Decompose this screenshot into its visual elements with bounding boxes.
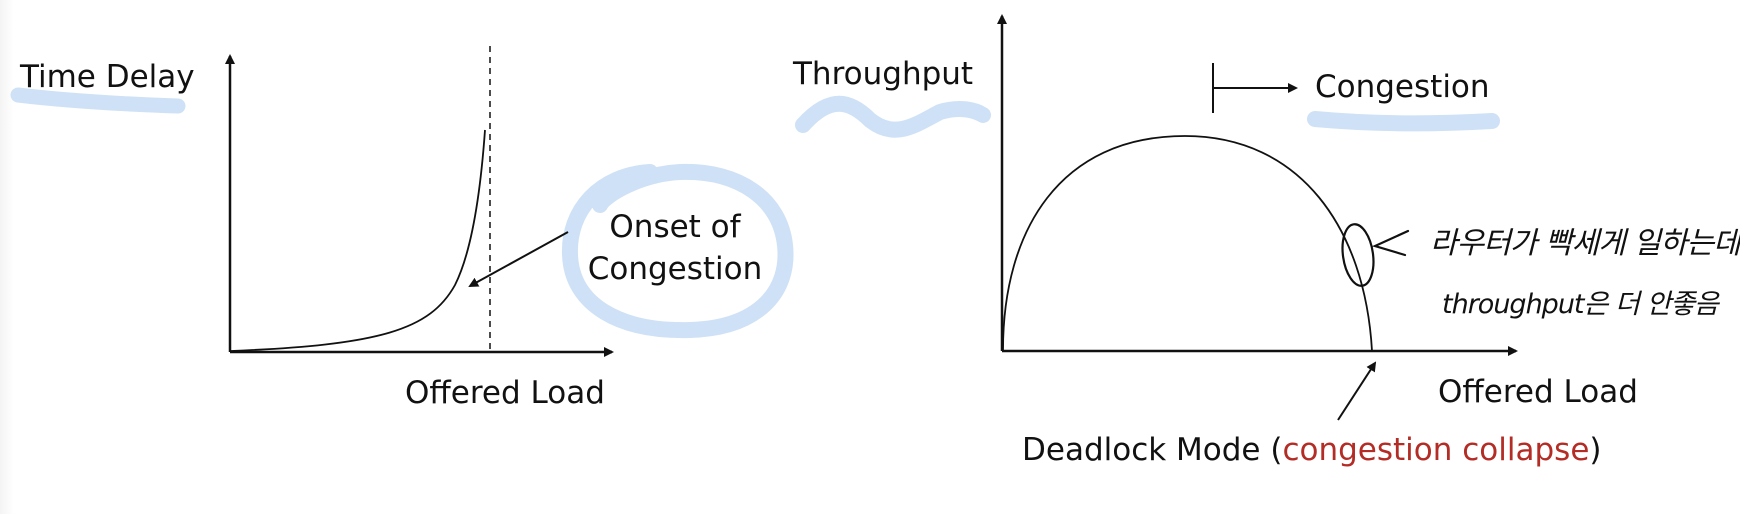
left-diagram — [225, 46, 614, 357]
deadlock-suffix: ) — [1589, 432, 1602, 468]
highlight-throughput — [795, 95, 991, 138]
highlight-congestion — [1307, 111, 1500, 132]
handwritten-pointer — [1371, 229, 1410, 257]
highlighter-marks — [10, 87, 1500, 339]
congestion-collapse-text: congestion collapse — [1282, 432, 1590, 468]
deadlock-mode-label: Deadlock Mode (congestion collapse) — [1022, 432, 1602, 469]
onset-line2: Congestion — [587, 250, 763, 287]
onset-line1: Onset of — [609, 209, 741, 245]
deadlock-arrow — [1337, 361, 1377, 421]
onset-arrow — [468, 231, 569, 287]
highlight-time-delay — [10, 87, 186, 114]
throughput-curve — [1002, 135, 1373, 352]
handwritten-note-line2: throughput은 더 안좋음 — [1442, 289, 1719, 320]
left-x-axis-label: Offered Load — [405, 375, 605, 411]
right-y-axis-label: Throughput — [793, 56, 974, 92]
delay-curve — [230, 129, 486, 352]
left-y-axis-label: Time Delay — [20, 59, 195, 95]
deadlock-prefix: Deadlock Mode ( — [1022, 432, 1283, 468]
handwritten-marks — [1341, 223, 1410, 287]
highlight-onset-circle — [561, 163, 794, 339]
handwritten-note-line1: 라우터가 빡세게 일하는데 — [1430, 226, 1740, 261]
onset-of-congestion-label: Onset of Congestion — [570, 209, 780, 287]
right-x-axis-label: Offered Load — [1438, 374, 1638, 410]
right-diagram — [997, 14, 1518, 421]
handwritten-circle — [1341, 223, 1375, 287]
congestion-label: Congestion — [1315, 69, 1490, 105]
